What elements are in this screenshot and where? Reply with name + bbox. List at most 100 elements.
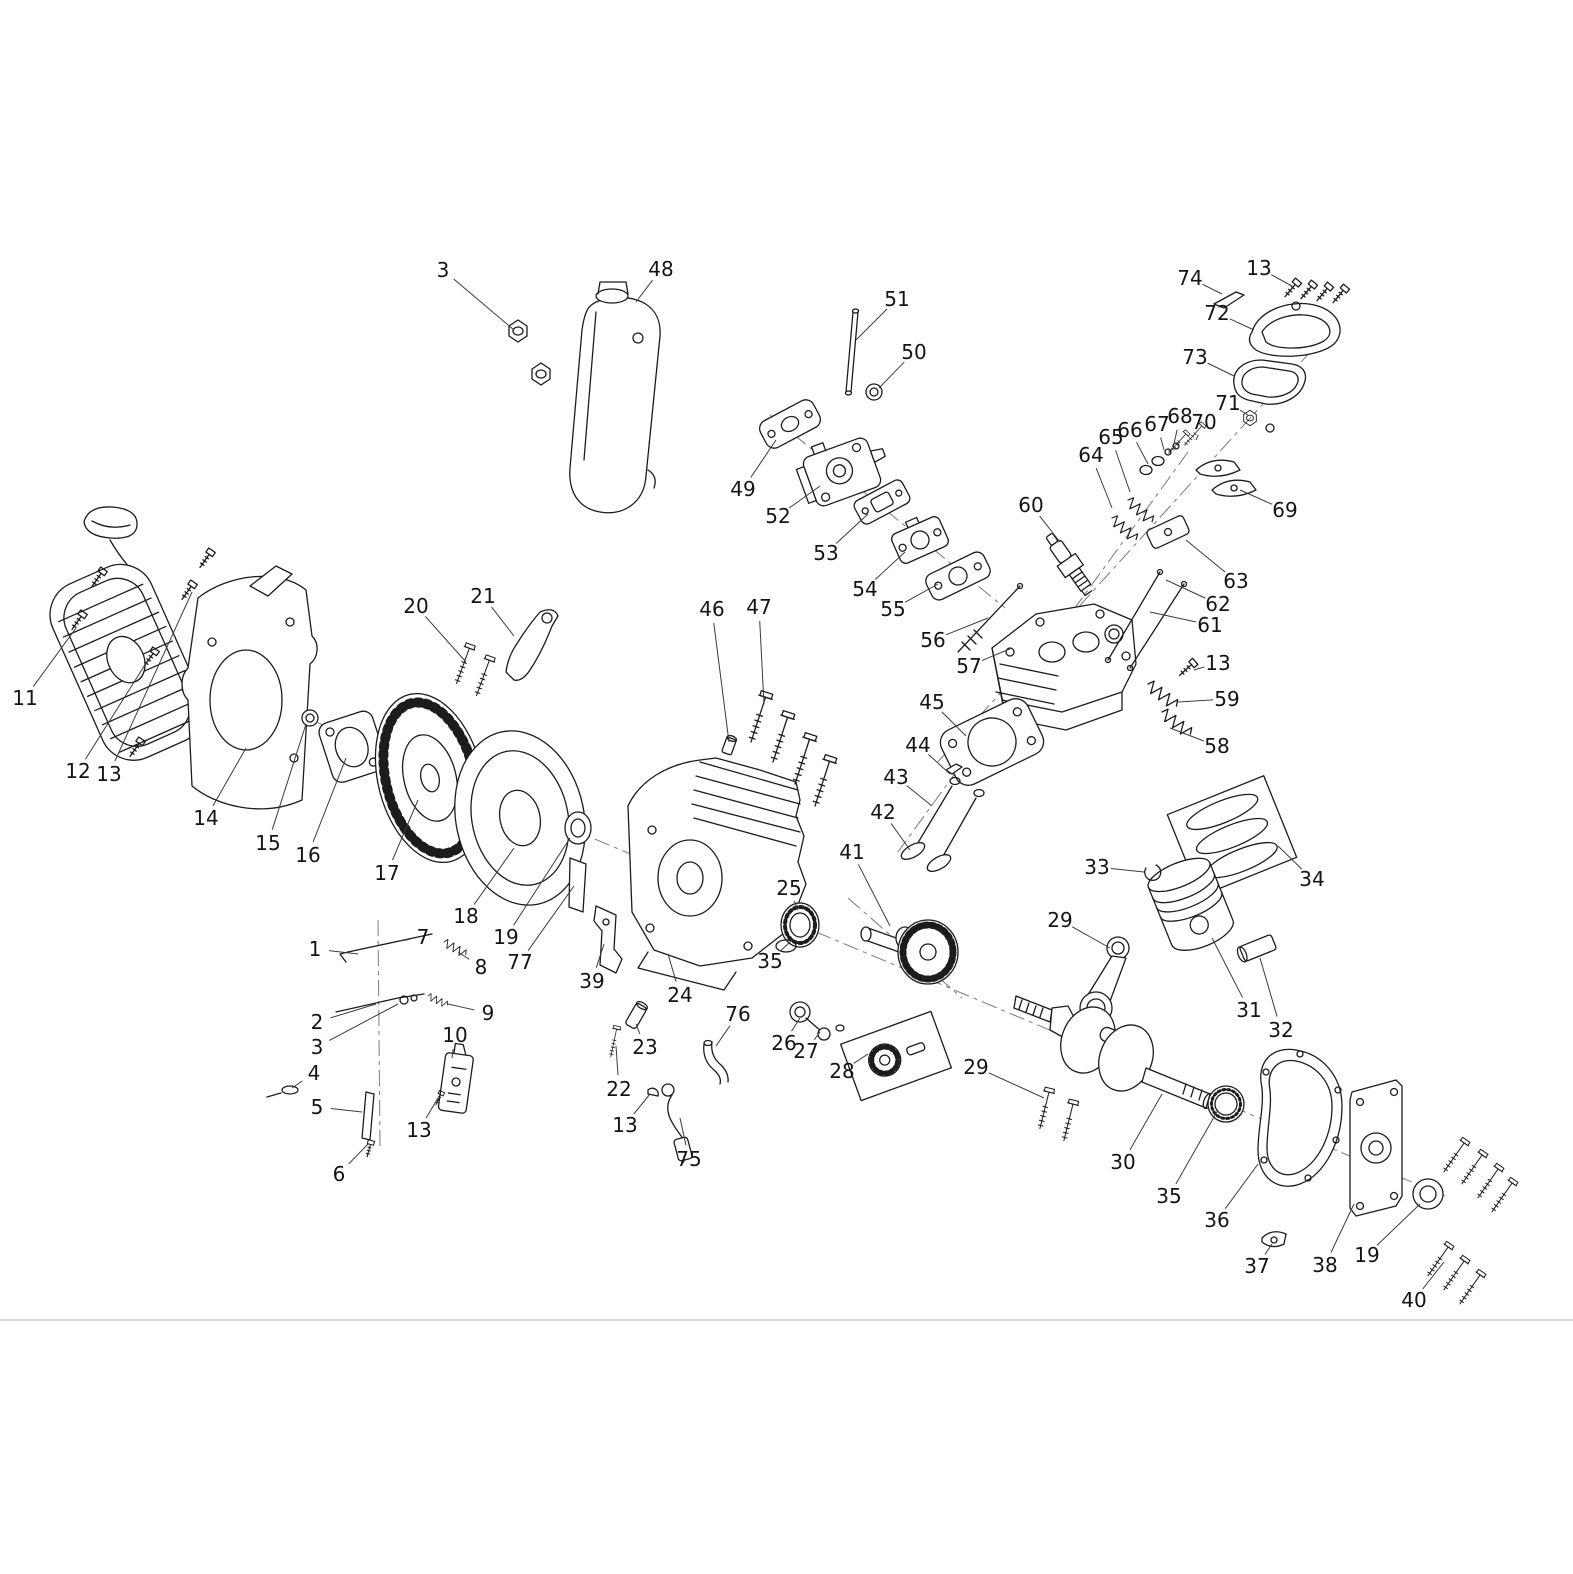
leader-line-20-32 bbox=[424, 616, 467, 663]
pipe-grommet bbox=[865, 383, 883, 401]
part-number-16-39: 16 bbox=[295, 843, 320, 867]
leader-line-7-59 bbox=[399, 938, 410, 942]
part-number-46-30: 46 bbox=[699, 597, 724, 621]
breather-tube bbox=[1213, 291, 1245, 309]
intake-exhaust-valves bbox=[900, 763, 985, 872]
leader-line-14-37 bbox=[212, 747, 247, 807]
leader-line-8-60 bbox=[457, 951, 470, 960]
leader-line-42-44 bbox=[890, 823, 911, 851]
rod-bolts bbox=[1033, 1086, 1080, 1143]
crankcase-cover bbox=[1349, 1079, 1403, 1217]
leader-line-53-19 bbox=[835, 513, 869, 544]
tank-mount-nuts bbox=[508, 319, 551, 386]
intake-gasket bbox=[925, 551, 991, 601]
part-number-47-31: 47 bbox=[746, 595, 771, 619]
part-number-10-64: 10 bbox=[442, 1023, 467, 1047]
oil-drain-clip bbox=[1261, 1231, 1287, 1248]
leader-line-1-58 bbox=[328, 950, 359, 955]
bracket bbox=[593, 905, 623, 974]
part-number-60-16: 60 bbox=[1018, 493, 1043, 517]
part-number-13-74: 13 bbox=[612, 1113, 637, 1137]
leader-line-75-76 bbox=[679, 1117, 687, 1146]
part-number-3-62: 3 bbox=[311, 1035, 324, 1059]
part-number-38-82: 38 bbox=[1312, 1253, 1337, 1277]
leader-line-22-72 bbox=[615, 1045, 619, 1076]
flywheel-washer bbox=[301, 709, 319, 727]
part-number-26-66: 26 bbox=[771, 1031, 796, 1055]
crankcase-gasket bbox=[1257, 1048, 1343, 1187]
leader-line-3-62 bbox=[329, 1003, 399, 1041]
leader-line-62-23 bbox=[1165, 579, 1206, 599]
cover-screws bbox=[1281, 277, 1351, 306]
part-number-20-32: 20 bbox=[403, 594, 428, 618]
leader-line-35-79 bbox=[1175, 1109, 1219, 1185]
part-number-1-58: 1 bbox=[309, 937, 322, 961]
part-number-70-11: 70 bbox=[1191, 410, 1216, 434]
leader-line-74-4 bbox=[1202, 283, 1223, 295]
part-number-23-65: 23 bbox=[632, 1035, 657, 1059]
leader-line-13-27 bbox=[1193, 666, 1205, 671]
head-gasket bbox=[939, 698, 1045, 786]
crankcase-cylinder-block bbox=[627, 757, 807, 991]
part-number-75-76: 75 bbox=[676, 1147, 701, 1171]
part-number-29-52: 29 bbox=[1047, 908, 1072, 932]
part-number-68-10: 68 bbox=[1167, 404, 1192, 428]
part-number-22-72: 22 bbox=[606, 1077, 631, 1101]
leader-line-26-66 bbox=[791, 1017, 801, 1032]
part-number-53-19: 53 bbox=[813, 541, 838, 565]
leader-line-6-75 bbox=[348, 1143, 369, 1165]
piston bbox=[1147, 857, 1234, 951]
leader-line-58-29 bbox=[1169, 727, 1205, 742]
tappet-bolt bbox=[606, 1024, 622, 1058]
camshaft-gear bbox=[860, 919, 959, 985]
insulator-gasket bbox=[853, 479, 911, 525]
part-number-24-57: 24 bbox=[667, 983, 692, 1007]
part-number-13-73: 13 bbox=[406, 1118, 431, 1142]
part-number-17-40: 17 bbox=[374, 861, 399, 885]
leader-line-67-9 bbox=[1160, 437, 1165, 451]
part-number-32-54: 32 bbox=[1268, 1018, 1293, 1042]
part-number-74-4: 74 bbox=[1177, 266, 1202, 290]
recoil-starter-housing bbox=[49, 563, 205, 761]
leader-line-29-77 bbox=[988, 1072, 1045, 1099]
leader-line-54-20 bbox=[874, 551, 906, 580]
leader-line-73-7 bbox=[1207, 362, 1235, 377]
leader-line-50-3 bbox=[878, 361, 905, 389]
leader-line-25-51 bbox=[793, 900, 799, 911]
oil-seal bbox=[564, 811, 592, 845]
part-number-59-28: 59 bbox=[1214, 687, 1239, 711]
part-number-6-75: 6 bbox=[333, 1162, 346, 1186]
part-number-31-53: 31 bbox=[1236, 998, 1261, 1022]
cylinder-head-stud bbox=[957, 582, 1024, 653]
spark-plug bbox=[1045, 533, 1093, 597]
part-number-13-27: 13 bbox=[1205, 651, 1230, 675]
rocker-cover bbox=[1248, 301, 1341, 357]
leader-line-13-5 bbox=[1271, 274, 1293, 287]
leader-line-37-81 bbox=[1264, 1243, 1273, 1255]
part-number-61-24: 61 bbox=[1197, 613, 1222, 637]
carburetor bbox=[795, 437, 886, 507]
pin-clip bbox=[1144, 864, 1162, 881]
fan-cover-bolts bbox=[450, 642, 497, 699]
part-number-43-43: 43 bbox=[883, 765, 908, 789]
leader-line-12-35 bbox=[85, 659, 149, 760]
part-number-41-47: 41 bbox=[839, 840, 864, 864]
leader-line-70-11 bbox=[1195, 434, 1199, 441]
part-number-39-56: 39 bbox=[579, 969, 604, 993]
part-number-71-8: 71 bbox=[1215, 391, 1240, 415]
leader-line-24-57 bbox=[667, 953, 677, 982]
leader-line-40-84 bbox=[1422, 1261, 1445, 1290]
leader-line-64-14 bbox=[1095, 467, 1113, 509]
leader-line-4-70 bbox=[291, 1080, 303, 1089]
leader-line-46-30 bbox=[713, 622, 730, 743]
part-number-12-35: 12 bbox=[65, 759, 90, 783]
insulator-spacer bbox=[891, 516, 949, 564]
part-number-30-78: 30 bbox=[1110, 1150, 1135, 1174]
leader-line-10-64 bbox=[451, 1048, 454, 1059]
part-number-35-55: 35 bbox=[757, 949, 782, 973]
leader-line-13-36 bbox=[114, 591, 193, 762]
part-number-8-60: 8 bbox=[475, 955, 488, 979]
part-number-55-21: 55 bbox=[880, 597, 905, 621]
